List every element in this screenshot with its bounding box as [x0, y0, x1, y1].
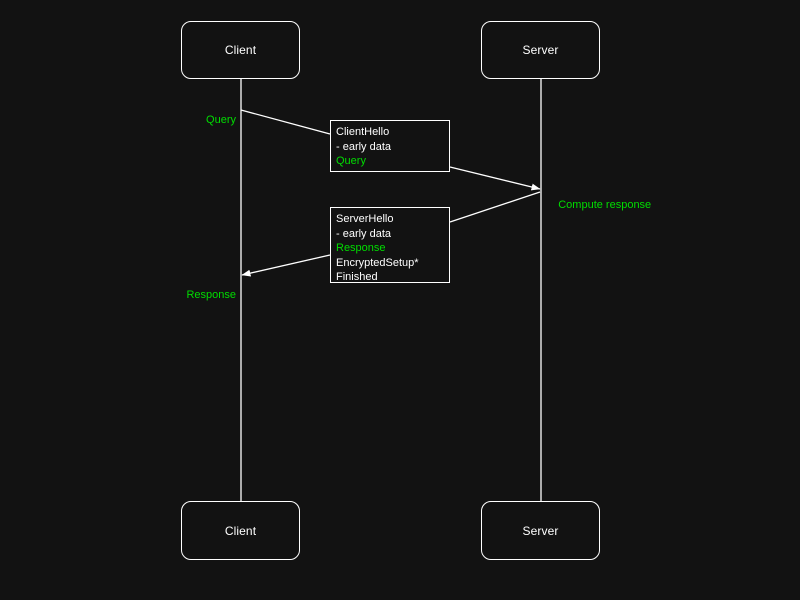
participant-client-top-label: Client: [224, 43, 257, 57]
note-client-hello-line-2: - early data: [336, 140, 392, 153]
note-client-hello[interactable]: ClientHello - early data Query: [330, 120, 450, 172]
participant-server-top-label: Server: [522, 43, 559, 57]
participant-server-top[interactable]: Server: [481, 21, 600, 79]
edge-label-response: Response: [140, 279, 236, 312]
participant-client-bottom-label: Client: [224, 523, 257, 538]
note-server-hello-line-5: Finished: [336, 271, 378, 284]
message-response-segment-left: [241, 254, 331, 277]
note-server-hello-line-3: Response: [336, 242, 386, 255]
edge-label-response-text: Response: [186, 289, 236, 301]
note-client-hello-line-3: Query: [336, 155, 366, 168]
note-server-hello-line-1: ServerHello: [336, 213, 394, 225]
edge-label-query-text: Query: [206, 114, 236, 126]
participant-client-bottom[interactable]: Client: [181, 501, 300, 560]
note-server-hello[interactable]: ServerHello - early data Response Encryp…: [330, 207, 450, 283]
message-response-segment-right: [449, 191, 541, 223]
participant-server-bottom-label: Server: [522, 523, 559, 538]
edge-label-compute-response: Compute response: [546, 189, 651, 222]
note-server-hello-line-4: EncryptedSetup*: [336, 256, 419, 269]
edge-label-compute-response-text: Compute response: [558, 199, 652, 211]
participant-client-top[interactable]: Client: [181, 21, 300, 79]
message-query-segment-right: [449, 166, 541, 191]
message-query-segment-left: [240, 109, 331, 135]
note-server-hello-line-2: - early data: [336, 227, 392, 240]
note-client-hello-line-1: ClientHello: [336, 126, 390, 138]
participant-server-bottom[interactable]: Server: [481, 501, 600, 560]
edge-label-query: Query: [140, 104, 236, 137]
